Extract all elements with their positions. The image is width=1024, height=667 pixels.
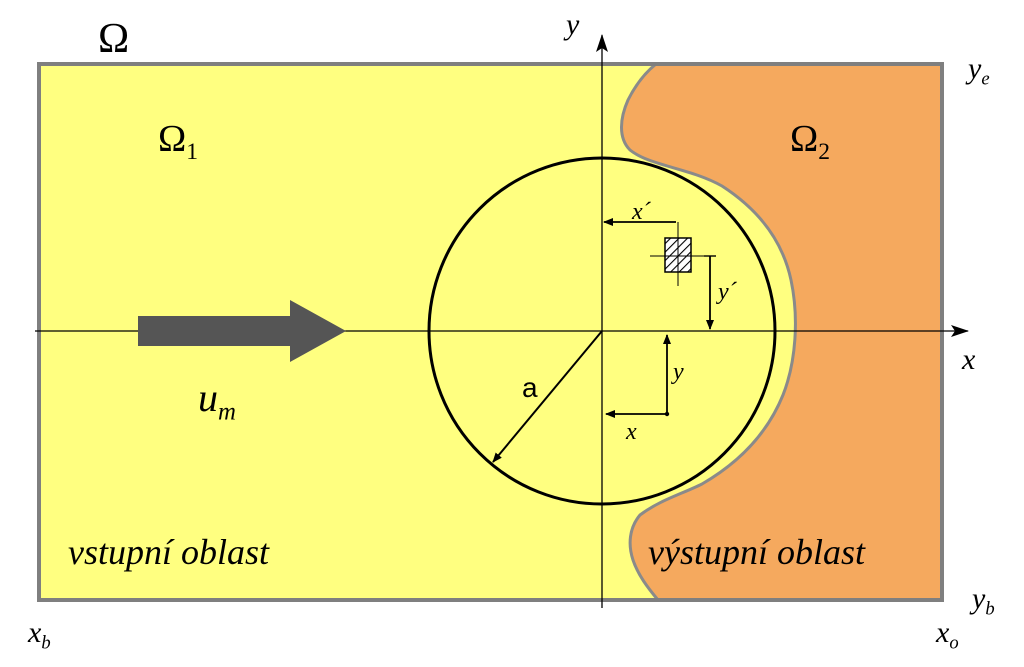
point-y-label: y	[673, 359, 684, 385]
radius-line	[492, 330, 603, 463]
x-axis-label: x	[962, 343, 976, 376]
y-end-label: ye	[968, 52, 990, 90]
flow-velocity-label: um	[198, 375, 236, 426]
domain-symbol: Ω	[98, 16, 130, 62]
radius-label: a	[522, 372, 538, 403]
region2-name: výstupní oblast	[648, 532, 865, 572]
outlet-region	[620, 62, 944, 602]
region1-name: vstupní oblast	[68, 532, 270, 572]
point-marker	[664, 411, 670, 417]
x-end-label: xo	[936, 616, 959, 654]
flow-arrow-icon	[138, 300, 346, 362]
domain-border	[37, 62, 944, 602]
x-begin-label: xb	[28, 616, 51, 654]
obstacle-circle	[427, 156, 777, 506]
point-x-label: x	[626, 419, 637, 445]
region2-label: Ω2	[790, 118, 831, 166]
x-prime-label: x´	[632, 199, 651, 225]
y-begin-label: yb	[972, 582, 995, 620]
y-axis-label: y	[566, 8, 580, 41]
region1-label: Ω1	[158, 118, 199, 166]
y-prime-label: y´	[718, 279, 737, 305]
